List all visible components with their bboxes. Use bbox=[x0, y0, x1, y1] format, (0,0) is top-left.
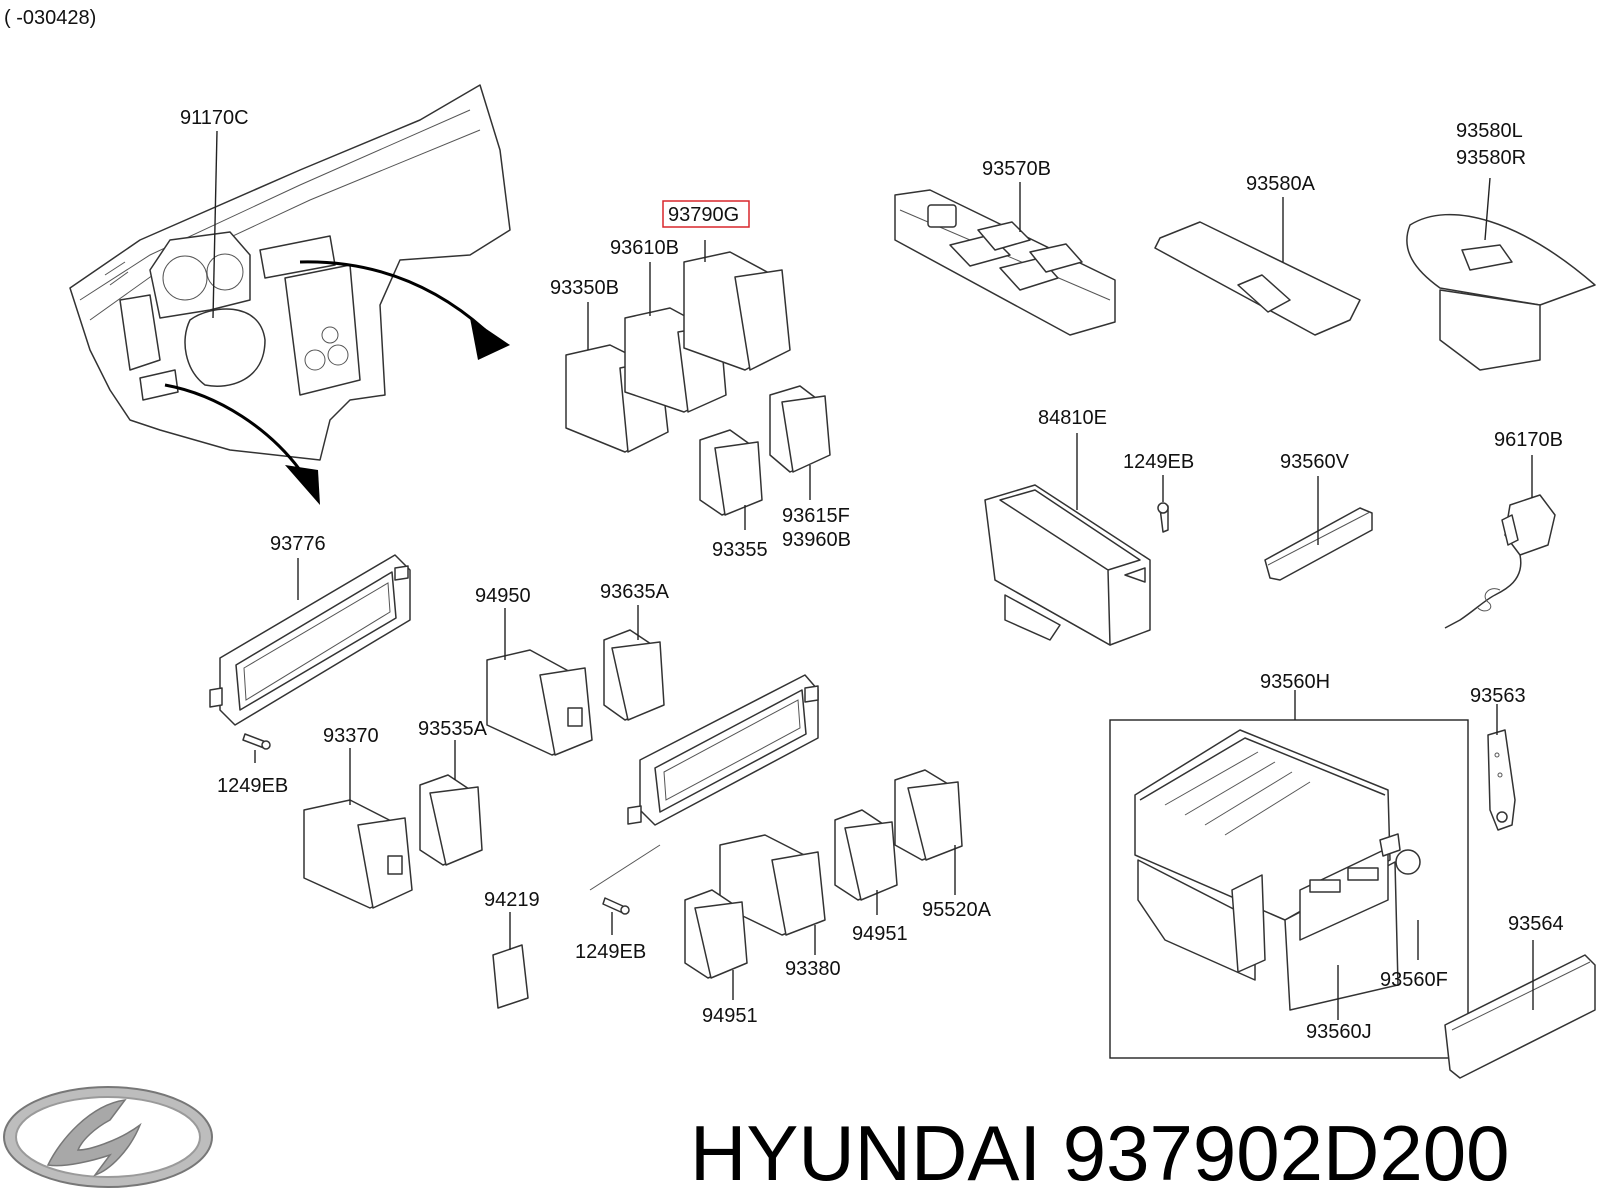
switch-93635A bbox=[603, 629, 665, 721]
label-93560J[interactable]: 93560J bbox=[1306, 1021, 1372, 1043]
bracket-93563 bbox=[1487, 729, 1516, 831]
window-switch-93580L-R bbox=[1406, 213, 1596, 371]
hyundai-logo bbox=[3, 1086, 213, 1188]
label-91170C[interactable]: 91170C bbox=[180, 107, 249, 129]
brand-title: HYUNDAI 937902D200 bbox=[690, 1109, 1509, 1197]
audio-unit-93560H bbox=[1134, 729, 1421, 1011]
label-1249EB-b[interactable]: 1249EB bbox=[217, 775, 288, 797]
label-93380[interactable]: 93380 bbox=[785, 958, 841, 980]
switch-95520A bbox=[894, 769, 963, 861]
label-93560V[interactable]: 93560V bbox=[1280, 451, 1350, 473]
leader-lines bbox=[212, 130, 1534, 1020]
window-switch-cover-93580A bbox=[1154, 221, 1361, 336]
switch-94951-b bbox=[684, 889, 748, 979]
bezel-lower bbox=[627, 674, 819, 826]
label-93570B[interactable]: 93570B bbox=[982, 158, 1051, 180]
bezel-93776 bbox=[209, 554, 411, 726]
label-93563[interactable]: 93563 bbox=[1470, 685, 1526, 707]
label-93610B[interactable]: 93610B bbox=[610, 237, 679, 259]
label-95520A[interactable]: 95520A bbox=[922, 899, 992, 921]
label-94951-a[interactable]: 94951 bbox=[852, 923, 908, 945]
label-93560H[interactable]: 93560H bbox=[1260, 671, 1330, 693]
label-93776[interactable]: 93776 bbox=[270, 533, 326, 555]
switch-cluster-top bbox=[565, 251, 831, 516]
panel-93564 bbox=[1444, 954, 1596, 1079]
label-93350B[interactable]: 93350B bbox=[550, 277, 619, 299]
label-93960B[interactable]: 93960B bbox=[782, 529, 851, 551]
highlight-box-93790G bbox=[662, 200, 750, 228]
label-93580R[interactable]: 93580R bbox=[1456, 147, 1526, 169]
audio-unit-frame bbox=[1109, 719, 1469, 1059]
label-1249EB-c[interactable]: 1249EB bbox=[575, 941, 646, 963]
label-84810E[interactable]: 84810E bbox=[1038, 407, 1107, 429]
window-switch-93570B bbox=[894, 189, 1116, 336]
dashboard-drawing bbox=[69, 84, 511, 461]
screw-1249EB-a bbox=[1157, 502, 1169, 533]
switch-94950 bbox=[486, 649, 593, 756]
switch-93535A bbox=[419, 774, 483, 866]
date-range-label: ( -030428) bbox=[4, 7, 96, 29]
console-box-84810E bbox=[984, 484, 1151, 646]
cover-94219 bbox=[492, 944, 529, 1009]
label-1249EB-a[interactable]: 1249EB bbox=[1123, 451, 1194, 473]
label-94219[interactable]: 94219 bbox=[484, 889, 540, 911]
label-93580A[interactable]: 93580A bbox=[1246, 173, 1316, 195]
switch-94951-a bbox=[834, 809, 898, 901]
switch-93380 bbox=[719, 834, 826, 936]
label-93790G[interactable]: 93790G bbox=[668, 204, 739, 226]
arrow-to-switches bbox=[299, 260, 510, 360]
label-96170B[interactable]: 96170B bbox=[1494, 429, 1563, 451]
label-93535A[interactable]: 93535A bbox=[418, 718, 488, 740]
switch-93370 bbox=[303, 799, 413, 909]
screw-1249EB-c bbox=[589, 844, 661, 915]
microphone-96170B bbox=[1444, 494, 1556, 629]
label-94950[interactable]: 94950 bbox=[475, 585, 531, 607]
label-94951-b[interactable]: 94951 bbox=[702, 1005, 758, 1027]
part-labels: 91170C 93790G 93610B 93350B 93570B 93580… bbox=[180, 107, 1564, 1043]
label-93635A[interactable]: 93635A bbox=[600, 581, 670, 603]
label-93564[interactable]: 93564 bbox=[1508, 913, 1564, 935]
label-93560F[interactable]: 93560F bbox=[1380, 969, 1448, 991]
label-93370[interactable]: 93370 bbox=[323, 725, 379, 747]
arrow-to-bezel bbox=[164, 383, 320, 505]
label-93355[interactable]: 93355 bbox=[712, 539, 768, 561]
label-93615F[interactable]: 93615F bbox=[782, 505, 850, 527]
screw-1249EB-b bbox=[242, 733, 271, 750]
label-93580L[interactable]: 93580L bbox=[1456, 120, 1523, 142]
